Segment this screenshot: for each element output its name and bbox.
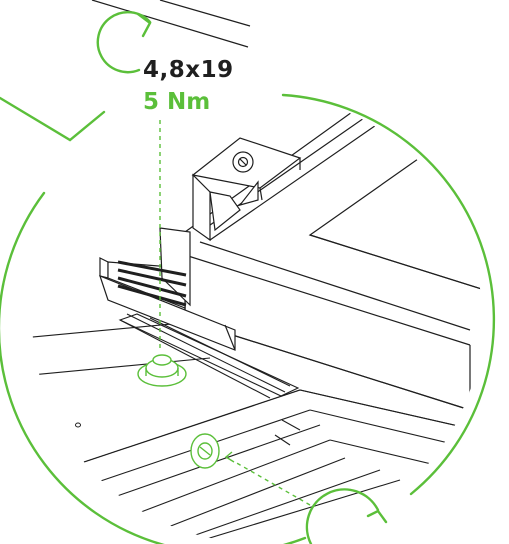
end-clamp — [191, 137, 302, 242]
rotate-clockwise-arrow-icon — [96, 11, 152, 74]
mounting-rail — [59, 389, 482, 543]
green-rail-screw — [190, 433, 220, 469]
guide-arrowhead — [224, 451, 235, 463]
surface-hole — [75, 422, 81, 428]
detail-view — [32, 93, 482, 543]
module-frame — [184, 93, 482, 411]
guide-lines — [159, 120, 311, 506]
torque-label: 5 Nm — [141, 89, 213, 115]
screw-spec-label: 4,8x19 — [141, 57, 236, 83]
upper-rail-lines — [91, 0, 251, 48]
green-hex-bolt — [137, 354, 187, 387]
clamp-leg — [99, 227, 236, 351]
detail-lens-outline — [0, 93, 496, 544]
rotate-clockwise-arrow-icon — [305, 488, 388, 544]
